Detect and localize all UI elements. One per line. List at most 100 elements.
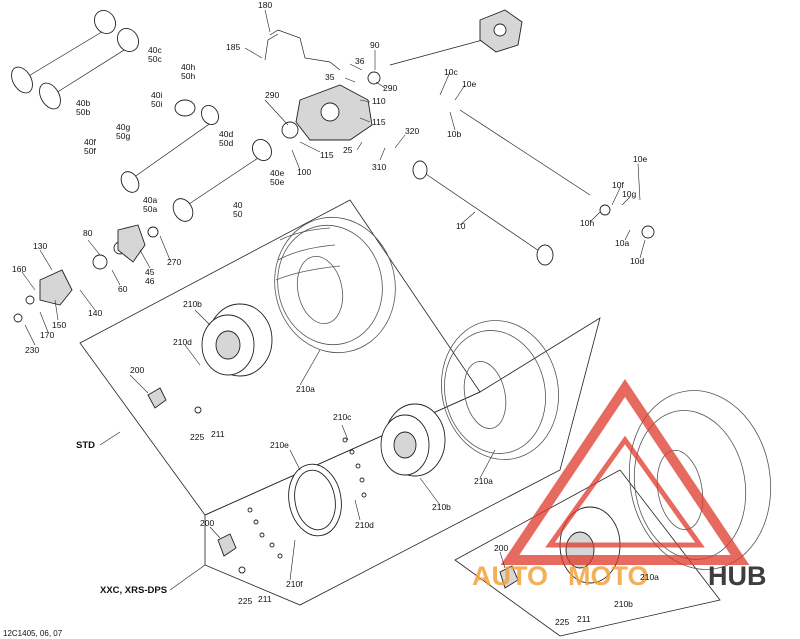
label-200-xxc: 200	[200, 518, 214, 528]
label-210a-large: 210a	[640, 572, 659, 582]
label-40h: 40h	[181, 62, 195, 72]
watermark-logo	[500, 379, 750, 565]
label-10b: 10b	[447, 129, 461, 139]
label-10a: 10a	[615, 238, 629, 248]
label-210f: 210f	[286, 579, 303, 589]
label-110: 110	[372, 96, 386, 106]
label-140: 140	[88, 308, 102, 318]
label-150: 150	[52, 320, 66, 330]
label-50b: 50b	[76, 107, 90, 117]
label-100: 100	[297, 167, 311, 177]
label-210d-std: 210d	[173, 337, 192, 347]
label-210c: 210c	[333, 412, 352, 422]
label-40i: 40i	[151, 90, 162, 100]
label-225-large: 225	[555, 617, 569, 627]
watermark-text-hub: HUB	[708, 561, 767, 591]
std-center-cap	[147, 387, 202, 414]
half-shaft-upper-left	[11, 10, 139, 110]
label-170: 170	[40, 330, 54, 340]
label-50: 50	[233, 209, 243, 219]
label-36: 36	[355, 56, 365, 66]
label-211-xxc: 211	[258, 594, 272, 604]
label-10c: 10c	[444, 67, 458, 77]
label-10f: 10f	[612, 180, 624, 190]
std-rim	[201, 303, 273, 377]
xxc-group-box-2	[454, 469, 721, 637]
label-90: 90	[370, 40, 380, 50]
prop-shaft-front	[412, 109, 655, 266]
xxc-center-cap	[217, 533, 246, 574]
label-35: 35	[325, 72, 335, 82]
label-180: 180	[258, 0, 272, 10]
label-115-right: 115	[372, 117, 386, 127]
label-160: 160	[12, 264, 26, 274]
label-200-std: 200	[130, 365, 144, 375]
label-130: 130	[33, 241, 47, 251]
label-10d: 10d	[630, 256, 644, 266]
label-50e: 50e	[270, 177, 284, 187]
xxc-tire	[441, 320, 559, 460]
label-40: 40	[233, 200, 243, 210]
label-40f: 40f	[84, 137, 96, 147]
label-60: 60	[118, 284, 128, 294]
watermark-text-moto: MOTO	[568, 561, 649, 591]
watermark-text-auto: AUTO	[472, 561, 548, 591]
label-10e: 10e	[633, 154, 647, 164]
label-290-left: 290	[265, 90, 279, 100]
label-290-right: 290	[383, 83, 397, 93]
front-differential	[264, 29, 381, 141]
label-50g: 50g	[116, 131, 130, 141]
wheel-hub-assembly	[13, 224, 146, 323]
label-210d-xxc: 210d	[355, 520, 374, 530]
label-210b-large: 210b	[614, 599, 633, 609]
label-50i: 50i	[151, 99, 162, 109]
label-310: 310	[372, 162, 386, 172]
diagram-code: 12C1405, 06, 07	[3, 629, 63, 638]
label-50h: 50h	[181, 71, 195, 81]
label-40b: 40b	[76, 98, 90, 108]
label-230: 230	[25, 345, 39, 355]
beadlock-ring	[288, 463, 342, 537]
label-50a: 50a	[143, 204, 157, 214]
label-270: 270	[167, 257, 181, 267]
label-50f: 50f	[84, 146, 96, 156]
half-shaft-front	[120, 99, 272, 238]
group-label-std: STD	[76, 440, 95, 451]
label-210b-xxc: 210b	[432, 502, 451, 512]
label-45: 45	[145, 267, 155, 277]
label-25: 25	[343, 145, 353, 155]
label-50c: 50c	[148, 54, 162, 64]
group-label-xxc: XXC, XRS-DPS	[100, 585, 167, 596]
label-210e: 210e	[270, 440, 289, 450]
label-320: 320	[405, 126, 419, 136]
prop-shaft-rear	[389, 9, 523, 66]
xxc-rim	[380, 403, 446, 477]
label-200-large: 200	[494, 543, 508, 553]
label-40g: 40g	[116, 122, 130, 132]
label-225-std: 225	[190, 432, 204, 442]
label-40e: 40e	[270, 168, 284, 178]
label-46: 46	[145, 276, 155, 286]
label-210a-xxc: 210a	[474, 476, 493, 486]
label-10g: 10g	[622, 189, 636, 199]
bolt-set	[247, 437, 367, 559]
label-210b-std: 210b	[183, 299, 202, 309]
label-40d: 40d	[219, 129, 233, 139]
label-211-large: 211	[577, 614, 591, 624]
std-tire	[274, 216, 396, 354]
label-40a: 40a	[143, 195, 157, 205]
label-211-std: 211	[211, 429, 225, 439]
part-labels: 180 185 90 36 35 290 110 290 115 115 100…	[12, 0, 659, 627]
label-80: 80	[83, 228, 93, 238]
label-115-left: 115	[320, 150, 334, 160]
label-10e-top: 10e	[462, 79, 476, 89]
label-10: 10	[456, 221, 466, 231]
leader-lines	[21, 9, 646, 581]
label-210a-std: 210a	[296, 384, 315, 394]
label-225-xxc: 225	[238, 596, 252, 606]
label-185: 185	[226, 42, 240, 52]
label-10h: 10h	[580, 218, 594, 228]
label-40c: 40c	[148, 45, 162, 55]
label-50d: 50d	[219, 138, 233, 148]
